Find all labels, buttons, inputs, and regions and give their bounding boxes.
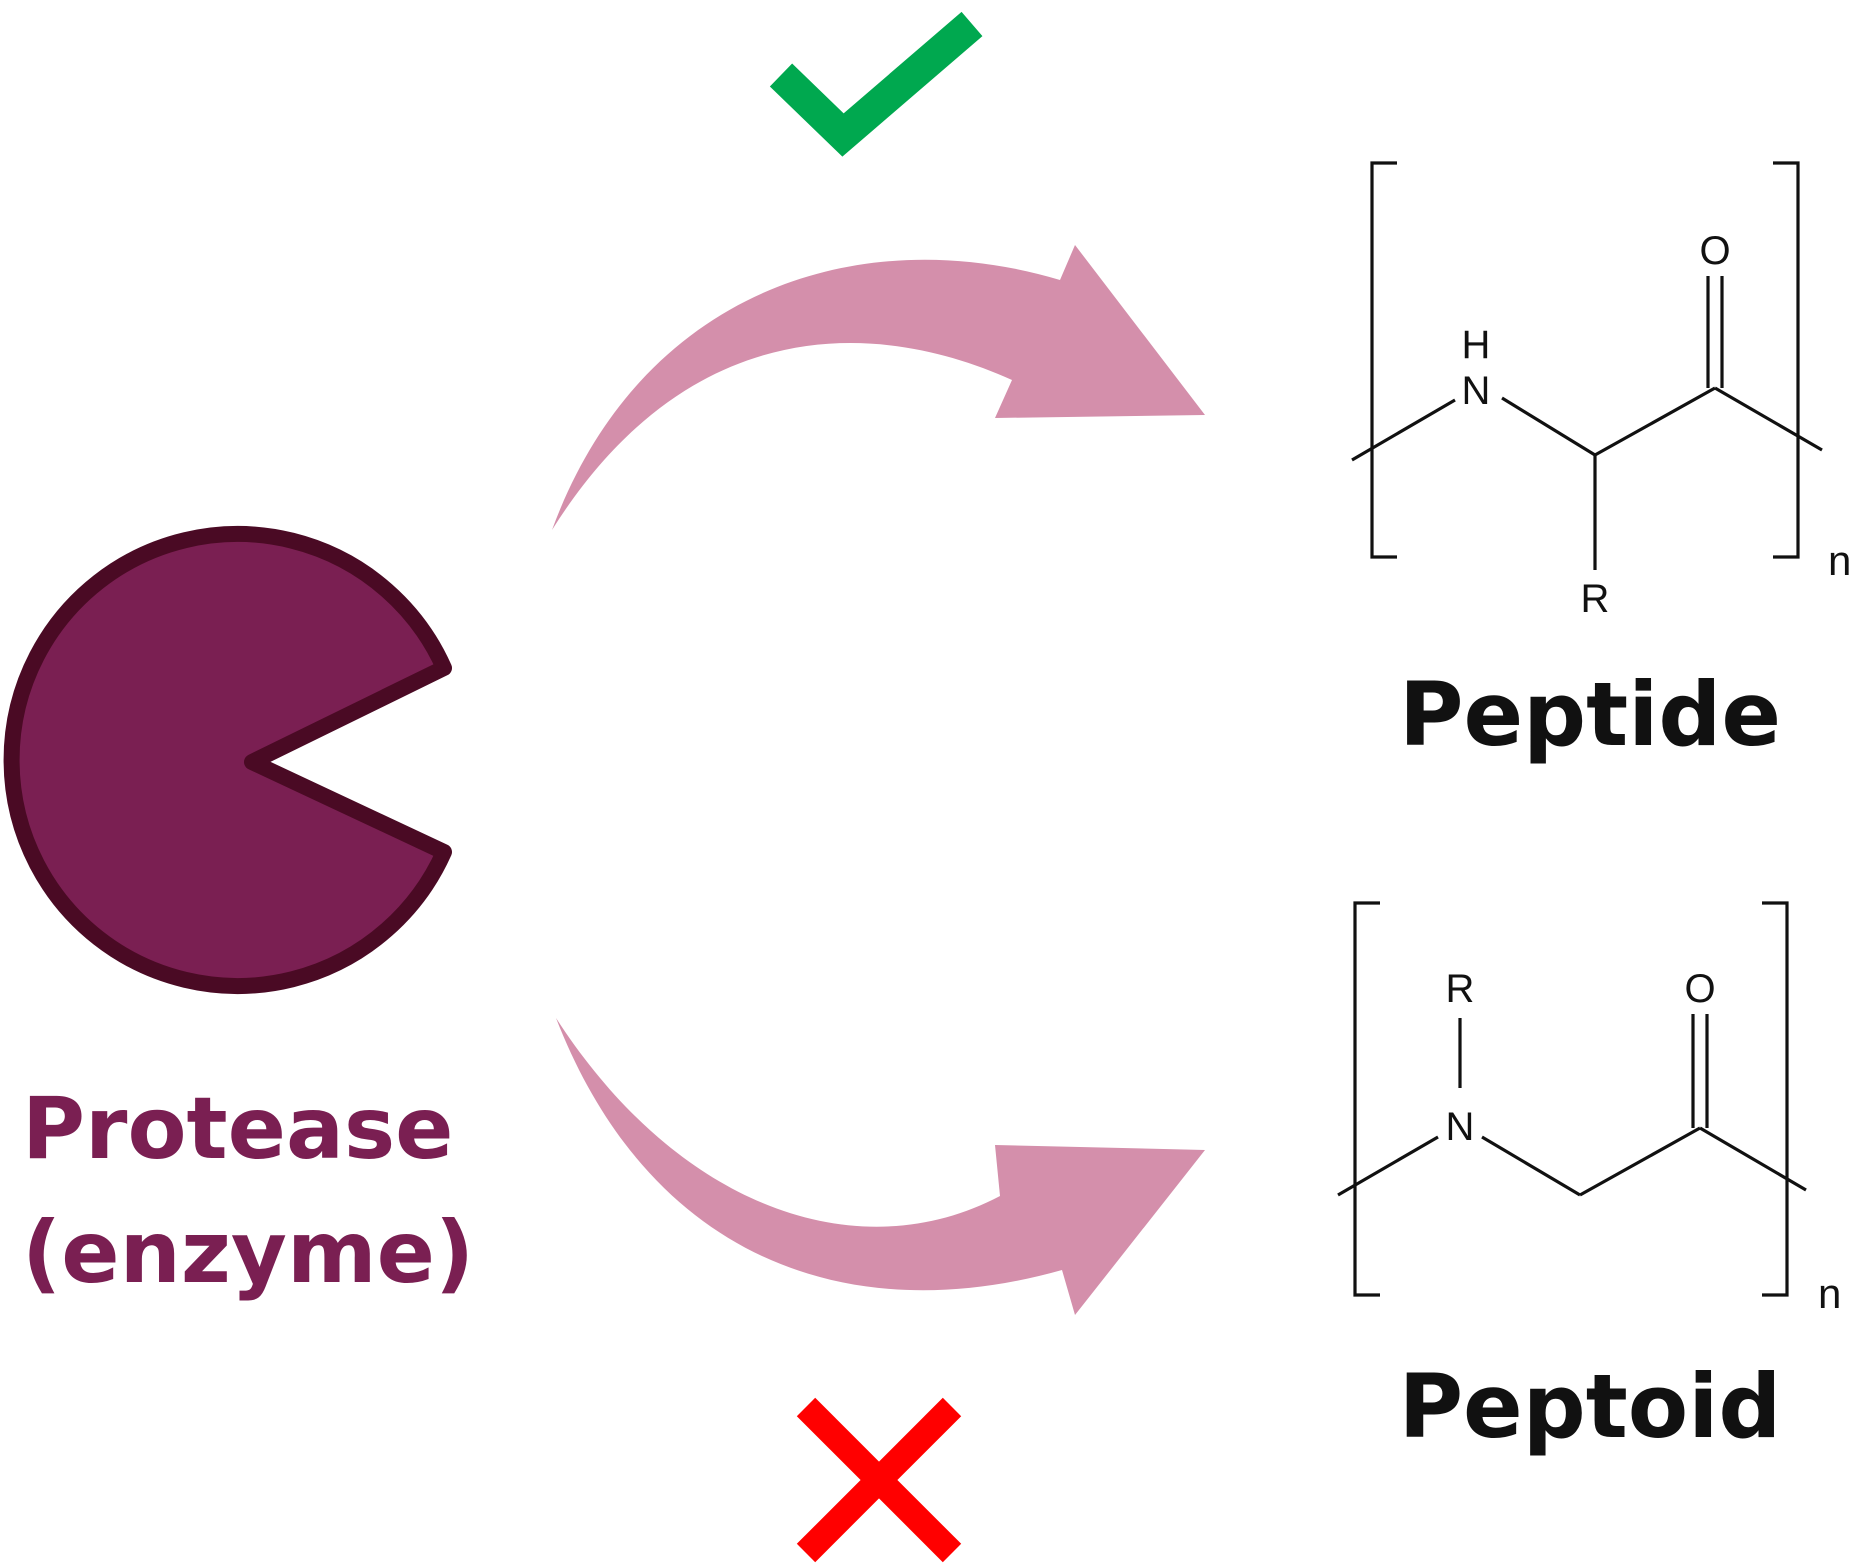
peptoid-atom-o: O [1684,967,1715,1011]
peptide-subscript: n [1828,537,1851,584]
enzyme-label-line2: (enzyme) [22,1203,474,1303]
peptoid-right-bracket [1762,901,1789,1297]
cross-icon [796,1397,962,1563]
enzyme-label-line1: Protease [22,1079,454,1179]
peptide-left-bracket [1370,161,1397,559]
peptide-atom-r: R [1581,577,1610,621]
peptide-structure: H N O R n [1351,161,1851,621]
peptoid-atom-r: R [1446,967,1475,1011]
peptide-label: Peptide [1399,663,1781,766]
pacman-enzyme-icon [3,526,452,994]
peptoid-label: Peptoid [1399,1355,1782,1458]
peptoid-structure: R N O n [1337,901,1841,1317]
peptide-atom-n: N [1462,369,1491,413]
peptoid-left-bracket [1353,901,1380,1297]
peptide-right-bracket [1773,161,1800,559]
peptoid-atom-n: N [1446,1105,1475,1149]
upper-arrow [552,245,1205,530]
lower-arrow [556,1018,1205,1315]
peptide-atom-o: O [1699,229,1730,273]
peptide-atom-h: H [1462,323,1491,367]
peptoid-subscript: n [1818,1270,1841,1317]
checkmark-icon [769,11,983,157]
